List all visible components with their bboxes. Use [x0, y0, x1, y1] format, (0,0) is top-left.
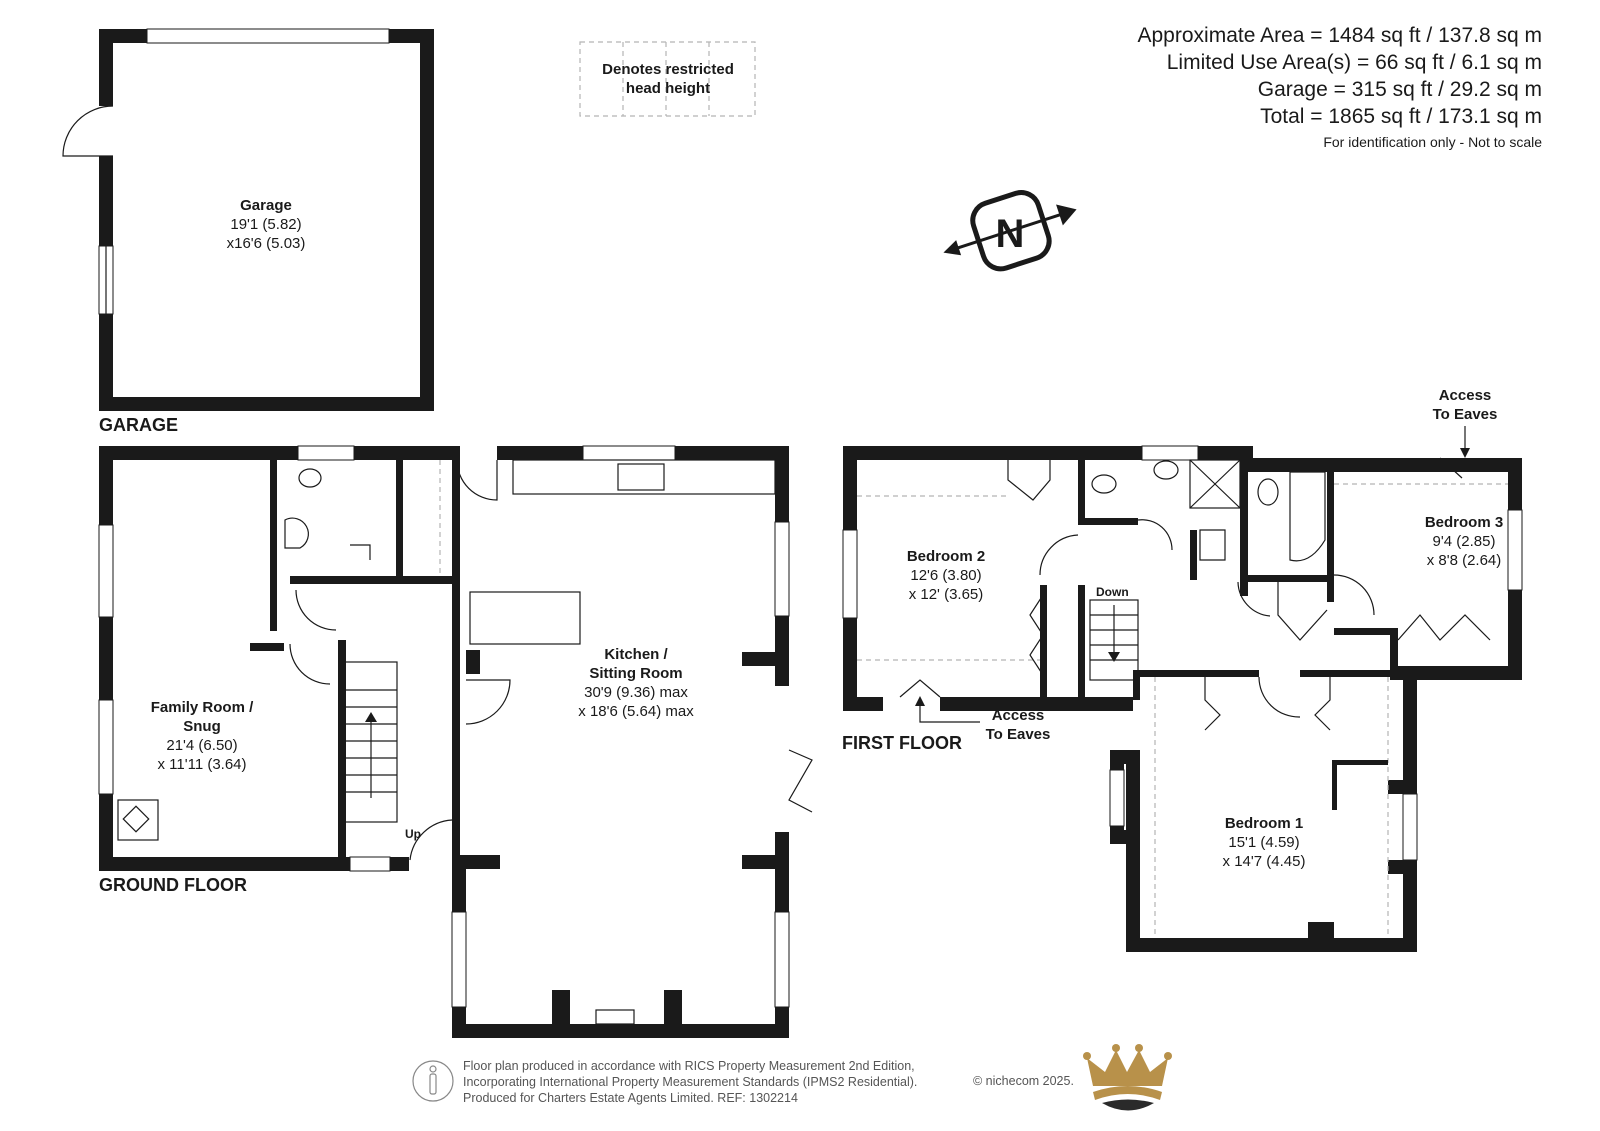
room-bedroom1-dim2: x 14'7 (4.45) — [1223, 853, 1306, 870]
first-floor-walls — [842, 445, 1523, 952]
area-note: For identification only - Not to scale — [1323, 134, 1542, 150]
room-bedroom2-dim2: x 12' (3.65) — [909, 586, 984, 603]
compass-letter: N — [996, 212, 1025, 256]
floor-label-first: FIRST FLOOR — [842, 733, 962, 753]
room-family-dim2: x 11'11 (3.64) — [157, 756, 246, 773]
kitchen-walls — [439, 445, 813, 1038]
room-bedroom2-name: Bedroom 2 — [907, 548, 985, 565]
legend-line-2: head height — [626, 80, 710, 97]
room-kitchen-dim2: x 18'6 (5.64) max — [578, 703, 694, 720]
footer-line-3: Produced for Charters Estate Agents Limi… — [463, 1091, 798, 1105]
room-family-name1: Family Room / — [151, 699, 254, 716]
access-eaves-top-1: Access — [1439, 387, 1492, 404]
room-garage-name: Garage — [240, 197, 292, 214]
access-eaves-bottom-1: Access — [992, 707, 1045, 724]
area-limited-use: Limited Use Area(s) = 66 sq ft / 6.1 sq … — [1166, 51, 1542, 74]
access-eaves-top-2: To Eaves — [1433, 406, 1498, 423]
access-eaves-bottom-2: To Eaves — [986, 726, 1051, 743]
room-kitchen-name2: Sitting Room — [589, 665, 682, 682]
floor-label-garage: GARAGE — [99, 415, 178, 435]
restricted-height-legend — [579, 41, 756, 117]
room-bedroom3-dim1: 9'4 (2.85) — [1433, 533, 1496, 550]
room-bedroom1-name: Bedroom 1 — [1225, 815, 1303, 832]
room-bedroom1-dim1: 15'1 (4.59) — [1228, 834, 1299, 851]
footer-line-1: Floor plan produced in accordance with R… — [463, 1059, 915, 1073]
footer-line-2: Incorporating International Property Mea… — [463, 1075, 918, 1089]
compass-icon: N — [943, 190, 1077, 272]
room-family-dim1: 21'4 (6.50) — [166, 737, 237, 754]
ground-floor-walls — [98, 445, 460, 872]
room-bedroom3-name: Bedroom 3 — [1425, 514, 1503, 531]
area-total: Total = 1865 sq ft / 173.1 sq m — [1260, 105, 1542, 128]
garage-block — [62, 28, 434, 411]
rics-person-icon — [412, 1060, 454, 1102]
legend-line-1: Denotes restricted — [602, 61, 734, 78]
room-bedroom3-dim2: x 8'8 (2.64) — [1427, 552, 1502, 569]
floor-label-ground: GROUND FLOOR — [99, 875, 247, 895]
room-garage-dim1: 19'1 (5.82) — [230, 216, 301, 233]
room-kitchen-dim1: 30'9 (9.36) max — [584, 684, 688, 701]
stairs-up-label: Up — [405, 827, 421, 841]
room-kitchen-name1: Kitchen / — [604, 646, 668, 663]
copyright: © nichecom 2025. — [973, 1074, 1074, 1088]
footer-text: Floor plan produced in accordance with R… — [463, 1058, 917, 1106]
room-garage-dim2: x16'6 (5.03) — [227, 235, 306, 252]
stairs-down-label: Down — [1096, 585, 1129, 599]
crown-logo-icon — [1083, 1044, 1172, 1111]
area-approximate: Approximate Area = 1484 sq ft / 137.8 sq… — [1137, 24, 1543, 47]
area-summary: Approximate Area = 1484 sq ft / 137.8 sq… — [1138, 22, 1543, 154]
room-bedroom2-dim1: 12'6 (3.80) — [910, 567, 981, 584]
area-garage: Garage = 315 sq ft / 29.2 sq m — [1257, 78, 1542, 101]
room-family-name2: Snug — [183, 718, 221, 735]
